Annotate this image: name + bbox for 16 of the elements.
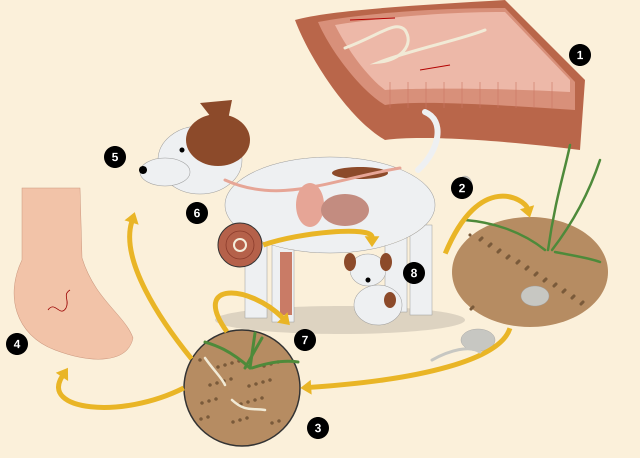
muscle-drawing [218, 222, 262, 268]
arrow [262, 228, 380, 248]
callout-number: 7 [294, 329, 316, 351]
callout-number: 8 [403, 262, 425, 284]
puppy-drawing [344, 253, 402, 326]
foot-drawing [14, 188, 134, 360]
callout-number: 2 [451, 177, 473, 199]
callout-number: 6 [186, 202, 208, 224]
callout-number: 3 [307, 417, 329, 439]
arrow [212, 290, 290, 334]
larvae-drawing [183, 329, 301, 447]
intestine-drawing [295, 0, 585, 150]
callout-number: 5 [104, 146, 126, 168]
callout-number: 4 [6, 333, 28, 355]
callout-number: 1 [569, 44, 591, 66]
soil-drawing [452, 144, 608, 327]
